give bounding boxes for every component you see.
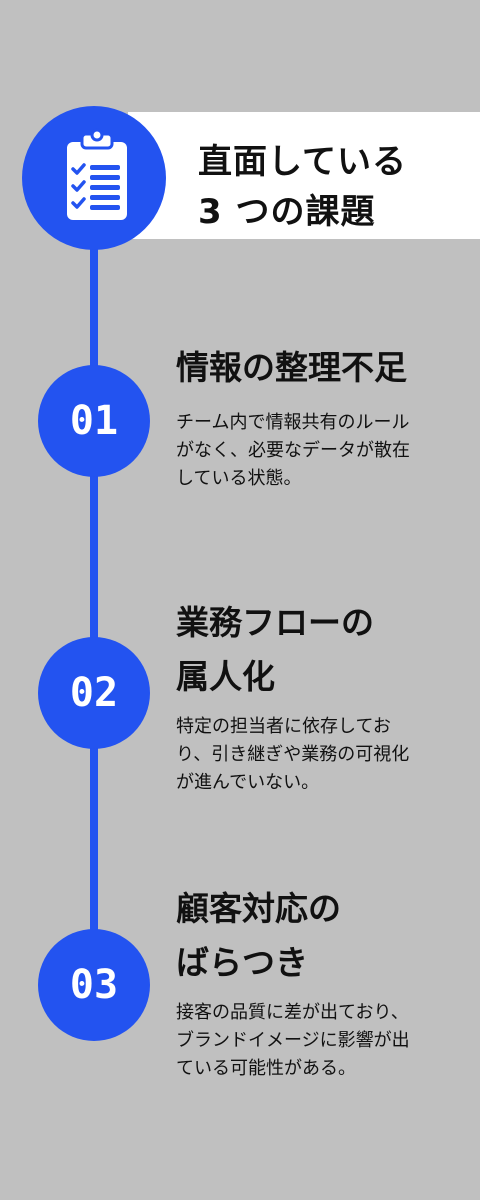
step-heading-line2: 属人化 [176,657,275,696]
step-description-03: 接客の品質に差が出ており、 ブランドイメージに影響が出 ている可能性がある。 [176,1002,410,1079]
page-title-line2: 3 つの課題 [198,192,376,232]
step-heading-03: 顧客対応の ばらつき [176,882,466,990]
step-description-02: 特定の担当者に依存してお り、引き継ぎや業務の可視化 が進んでいない。 [176,716,410,793]
step-heading-line1: 顧客対応の [176,889,341,928]
step-heading-line2: ばらつき [176,943,308,982]
step-heading-01: 情報の整理不足 [176,341,466,395]
step-circle-02: 02 [38,637,150,749]
step-number: 01 [69,398,119,444]
step-description-01: チーム内で情報共有のルール がなく、必要なデータが散在 している状態。 [176,412,410,489]
title-box: 直面している 3 つの課題 [128,112,480,239]
step-circle-01: 01 [38,365,150,477]
step-number: 03 [69,962,119,1008]
step-circle-03: 03 [38,929,150,1041]
step-heading-line1: 業務フローの [176,603,374,642]
clipboard-checklist-icon [67,128,127,220]
step-number: 02 [69,670,119,716]
header-icon-circle [22,106,166,250]
page-title-line1: 直面している [198,142,407,182]
step-heading-line1: 情報の整理不足 [176,348,407,387]
step-heading-02: 業務フローの 属人化 [176,596,466,704]
